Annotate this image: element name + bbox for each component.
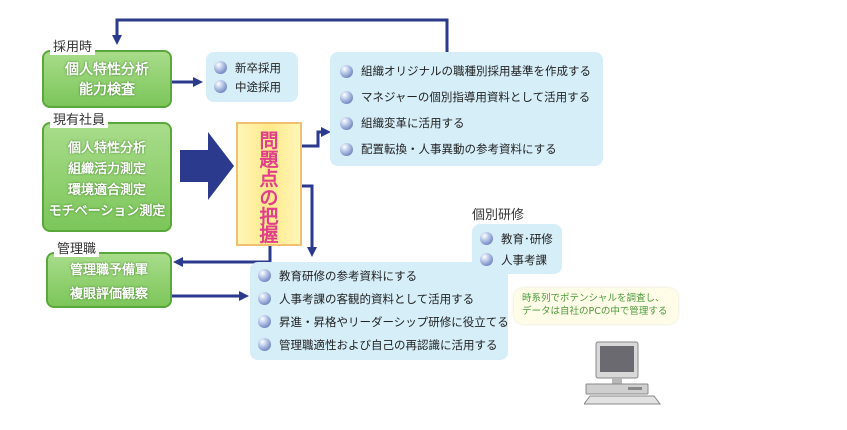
individual-item-label: 人事考課 (501, 252, 547, 267)
center-char: 把 (259, 206, 279, 228)
manager-use-label: 人事考課の客観的資料として活用する (279, 291, 475, 306)
bullet-icon (340, 64, 353, 78)
list-item: マネジャーの個別指導用資料として活用する (340, 84, 593, 110)
bullet-icon (214, 61, 227, 74)
callout-line: 時系列でポテンシャルを調査し、 (522, 293, 665, 304)
list-item: 教育･研修 (480, 228, 554, 249)
bullet-icon (340, 90, 353, 104)
recruit-box: 個人特性分析 能力検査 (42, 50, 172, 108)
manager-use-label: 管理職適性および自己の再認識に活用する (279, 337, 498, 352)
list-item: 中途採用 (214, 77, 290, 96)
pc-callout: 時系列でポテンシャルを調査し、 データは自社のPCの中で管理する (514, 288, 678, 324)
recruit-use-label: 配置転換・人事異動の参考資料にする (361, 142, 557, 156)
recruit-uses-box: 組織オリジナルの職種別採用基準を作成する マネジャーの個別指導用資料として活用す… (330, 52, 603, 166)
list-item: 組織オリジナルの職種別採用基準を作成する (340, 58, 593, 84)
bullet-icon (258, 315, 271, 328)
bullet-icon (258, 292, 271, 305)
recruit-use-label: マネジャーの個別指導用資料として活用する (361, 90, 591, 104)
center-to-manager-arrow (173, 246, 272, 267)
current-line: 組織活力測定 (67, 162, 146, 177)
big-arrow (180, 132, 234, 200)
center-to-uses-arrow (302, 127, 331, 148)
computer-icon (584, 341, 661, 405)
recruit-use-label: 組織変革に活用する (361, 116, 465, 130)
feedback-arrow (112, 18, 449, 52)
list-item: 人事考課 (480, 249, 554, 270)
bullet-icon (340, 142, 353, 156)
manager-box: 管理職予備軍 複眼評価観察 (46, 252, 172, 308)
bullet-icon (480, 232, 493, 245)
recruit-type-label: 中途採用 (235, 79, 281, 94)
recruit-types-box: 新卒採用 中途採用 (206, 52, 298, 102)
manager-use-label: 昇進・昇格やリーダーシップ研修に役立てる (279, 314, 509, 329)
bullet-icon (340, 116, 353, 130)
individual-training-box: 教育･研修 人事考課 (472, 224, 562, 274)
list-item: 管理職適性および自己の再認識に活用する (258, 333, 500, 356)
manager-uses-box: 教育研修の参考資料にする 人事考課の客観的資料として活用する 昇進・昇格やリーダ… (250, 262, 509, 360)
center-char: 点 (259, 168, 279, 190)
bullet-icon (258, 338, 271, 351)
center-char: 問 (259, 130, 279, 152)
current-employees-box: 個人特性分析 組織活力測定 環境適合測定 モチベーション測定 (42, 122, 172, 232)
manager-use-label: 教育研修の参考資料にする (279, 268, 418, 283)
list-item: 教育研修の参考資料にする (258, 264, 500, 287)
individual-item-label: 教育･研修 (501, 231, 553, 246)
callout-line: データは自社のPCの中で管理する (522, 306, 668, 317)
center-char: 題 (259, 149, 279, 171)
list-item: 配置転換・人事異動の参考資料にする (340, 136, 593, 162)
list-item: 組織変革に活用する (340, 110, 593, 136)
manager-group-label: 管理職 (54, 242, 100, 257)
recruit-type-label: 新卒採用 (235, 60, 281, 75)
current-line: 個人特性分析 (67, 141, 146, 156)
individual-training-title: 個別研修 (472, 208, 525, 223)
recruit-line: 能力検査 (79, 82, 135, 98)
current-line: モチベーション測定 (48, 204, 166, 219)
recruit-line: 個人特性分析 (65, 62, 149, 78)
problem-identification-box: 問 題 点 の 把 握 (236, 122, 302, 246)
bullet-icon (480, 253, 493, 266)
manager-line: 複眼評価観察 (69, 287, 148, 302)
current-line: 環境適合測定 (67, 183, 146, 198)
current-group-label: 現有社員 (50, 113, 109, 128)
bullet-icon (214, 80, 227, 93)
manager-line: 管理職予備軍 (69, 263, 148, 278)
recruit-use-label: 組織オリジナルの職種別採用基準を作成する (361, 64, 591, 78)
bullet-icon (258, 269, 271, 282)
recruit-group-label: 採用時 (50, 40, 96, 55)
list-item: 昇進・昇格やリーダーシップ研修に役立てる (258, 310, 509, 333)
center-char: 握 (259, 224, 279, 246)
list-item: 新卒採用 (214, 58, 290, 77)
center-down-arrow (302, 184, 317, 257)
center-char: の (259, 187, 279, 209)
list-item: 人事考課の客観的資料として活用する (258, 287, 500, 310)
